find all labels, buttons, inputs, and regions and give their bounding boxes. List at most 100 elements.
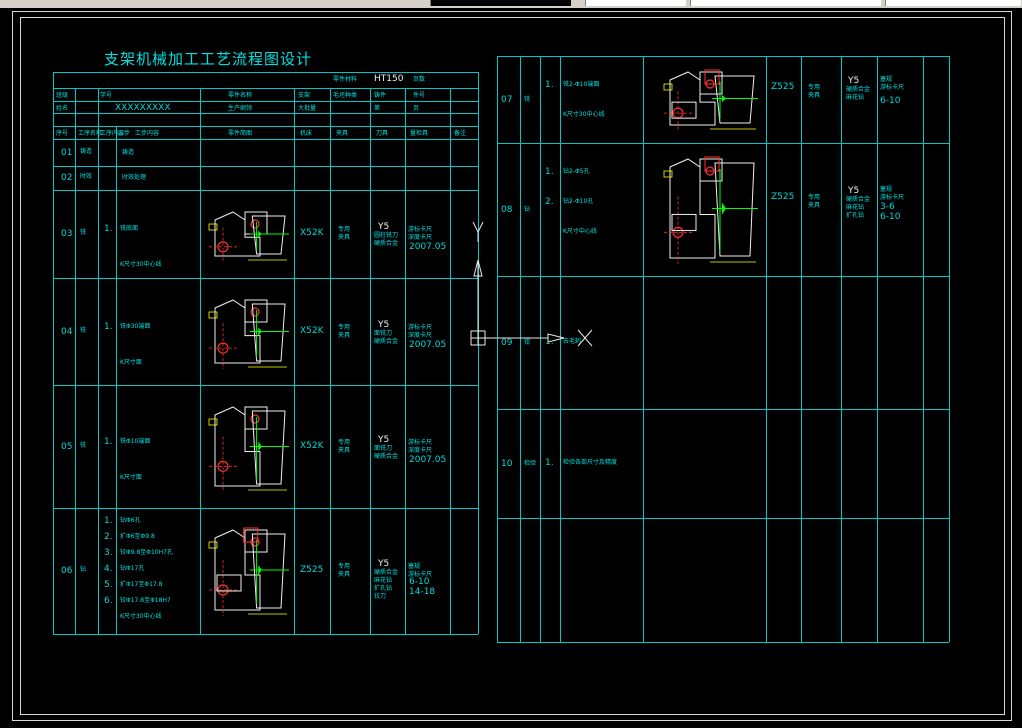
layer-dropdown[interactable]: [430, 0, 571, 6]
header-blank-label: 毛坯种类: [333, 92, 358, 99]
column-header: 备注: [454, 130, 467, 137]
table-line: [497, 143, 949, 144]
gauge: 游标卡尺 深度卡尺: [408, 438, 433, 454]
header-part-name-label: 零件名称: [228, 92, 253, 99]
table-line: [53, 278, 478, 279]
table-line: [643, 56, 644, 642]
table-line: [478, 72, 479, 634]
table-line: [497, 56, 498, 642]
table-line: [53, 101, 478, 102]
header-volume-label: 生产纲领: [228, 105, 253, 112]
header-page-label: 第: [374, 105, 381, 112]
header-material-label: 零件材料: [333, 76, 358, 83]
fixture: 专用 夹具: [338, 438, 351, 454]
fixture: 专用 夹具: [338, 323, 351, 339]
header-volume: 大批量: [298, 105, 317, 112]
table-line: [53, 88, 478, 89]
table-line: [75, 88, 76, 139]
step-text: 钻2-Φ10孔: [563, 198, 594, 205]
step-text: K尺寸中心线: [563, 228, 597, 235]
part-sketch-08: [663, 156, 758, 264]
row-number: 09: [501, 337, 513, 348]
table-line: [949, 56, 950, 642]
fixture: 专用 夹具: [808, 83, 821, 99]
color-dropdown[interactable]: [585, 0, 686, 6]
table-line: [766, 56, 767, 642]
step-text: K尺寸30中心线: [120, 613, 162, 620]
row-operation: 钻: [524, 205, 531, 213]
step-number: 1.: [104, 321, 113, 332]
step-text: K尺寸30中心线: [120, 261, 162, 268]
table-line: [497, 642, 949, 643]
row-number: 01: [61, 147, 73, 158]
gauge-range: 6-10: [880, 95, 901, 106]
table-line: [370, 88, 371, 139]
cutting-tool-detail: 圆柱铣刀 硬质合金: [374, 232, 399, 247]
column-header: 夹具: [336, 130, 349, 137]
gauge: 游标卡尺 深度卡尺: [408, 226, 433, 241]
gauge: 游标卡尺 深度卡尺: [408, 323, 433, 339]
column-header: 零件简图: [228, 130, 253, 137]
row-operation: 铣: [524, 95, 531, 103]
step-text: 检验各部尺寸及精度: [563, 458, 618, 466]
column-header: 序号: [56, 130, 69, 137]
table-line: [53, 634, 478, 635]
gauge-date: 2007.05: [409, 242, 447, 252]
row-content: 时效处理: [122, 174, 147, 181]
step-text: 铰Φ9.8至Φ10H7孔: [120, 549, 173, 556]
toolbar-icons[interactable]: [0, 0, 40, 6]
step-text: 去毛刺: [563, 337, 582, 345]
step-number: 1.: [545, 80, 554, 90]
table-line: [53, 190, 478, 191]
part-sketch-07: [663, 69, 758, 131]
row-operation: 铣: [80, 229, 87, 236]
column-header: 工序名称: [78, 130, 103, 137]
gauge: 塞规 游标卡尺: [408, 563, 433, 578]
row-operation: 铸造: [80, 147, 93, 155]
row-number: 10: [501, 458, 513, 469]
header-class-label: 班级: [56, 92, 69, 99]
step-text: 铣Φ10端面: [120, 437, 151, 445]
row-number: 07: [501, 94, 513, 105]
step-text: 扩Φ6至Φ9.8: [120, 533, 155, 540]
step-text: K尺寸面: [120, 473, 142, 481]
machine-tool: Z525: [771, 191, 795, 202]
header-pages: 页数: [413, 76, 426, 83]
table-line: [53, 508, 478, 509]
table-line: [497, 518, 949, 519]
row-number: 08: [501, 204, 513, 215]
step-number: 1.: [104, 516, 113, 526]
table-line: [53, 126, 478, 127]
cutting-tool: Y5: [378, 434, 390, 445]
table-line: [200, 126, 201, 634]
row-operation: 铣: [80, 441, 87, 449]
machine-tool: X52K: [300, 325, 324, 336]
gauge-range: 6-10: [880, 211, 901, 222]
table-line: [116, 126, 117, 634]
row-number: 02: [61, 173, 73, 183]
part-sketch-06: [208, 527, 289, 616]
drawing-border-inner: [20, 17, 1005, 715]
table-line: [330, 88, 331, 139]
step-text: 铣底面: [120, 225, 139, 232]
table-line: [53, 139, 478, 140]
table-line: [450, 126, 451, 634]
linetype-dropdown[interactable]: [690, 0, 881, 6]
step-text: K尺寸面: [120, 358, 142, 366]
header-blank: 铸件: [374, 92, 387, 99]
table-line: [370, 126, 371, 634]
step-number: 1.: [545, 167, 554, 177]
row-number: 03: [61, 229, 73, 239]
drawing-border-outer: [12, 11, 1012, 721]
table-line: [841, 56, 842, 642]
fixture: 专用 夹具: [808, 193, 821, 209]
row-number: 04: [61, 326, 73, 337]
table-line: [405, 126, 406, 634]
lineweight-dropdown[interactable]: [885, 0, 1021, 6]
table-line: [200, 88, 201, 139]
header-id-label: 学号: [100, 92, 113, 99]
row-number: 06: [61, 566, 73, 576]
header-name: XXXXXXXXX: [115, 103, 171, 113]
table-line: [294, 88, 295, 139]
